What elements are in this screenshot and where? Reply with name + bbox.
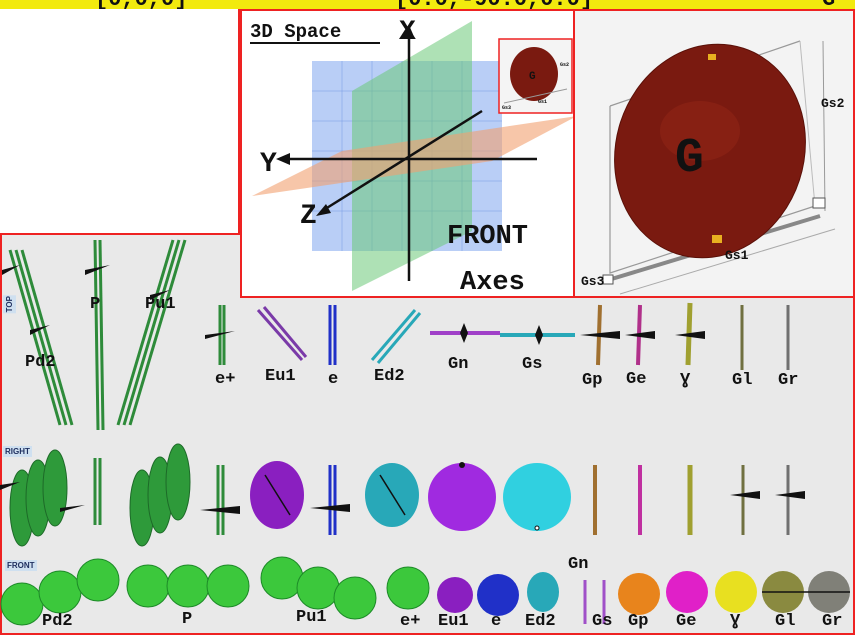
header-rotation-cell: [0.0,-90.0,0.0] xyxy=(395,0,593,9)
top-label-ed2: Ed2 xyxy=(374,367,405,386)
front-label-eu1: Eu1 xyxy=(438,612,469,631)
axes-diagram: 3D Space X Y Z FRONT Axes G Gs2 Gs1 Gs3 xyxy=(250,17,573,298)
thumbnail-gs2-label: Gs2 xyxy=(560,62,569,68)
front-label-e: e xyxy=(491,612,502,631)
top-label-pu1: Pu1 xyxy=(145,295,176,314)
g-render-panel: G Gs2 Gs1 Gs3 xyxy=(573,9,855,298)
front-label-pd2: Pd2 xyxy=(42,612,73,631)
gs3-label: Gs3 xyxy=(581,274,605,289)
front-label-gs: Gs xyxy=(592,612,613,631)
front-label-pu1: Pu1 xyxy=(296,608,327,627)
front-label-gn: Gn xyxy=(568,555,589,574)
thumbnail-gs3-label: Gs3 xyxy=(502,105,511,111)
front-label-ge: Ge xyxy=(676,612,697,631)
view-label: FRONT xyxy=(447,222,528,252)
thumbnail-center-label: G xyxy=(529,71,536,83)
g-render: G Gs2 Gs1 Gs3 xyxy=(581,40,845,295)
right-view-shapes xyxy=(0,443,805,547)
top-label-ge: Ge xyxy=(626,370,647,389)
thumbnail-preview: G Gs2 Gs1 Gs3 xyxy=(498,38,573,114)
top-label-gl: Gl xyxy=(732,371,753,390)
front-label-gp: Gp xyxy=(628,612,649,631)
front-label-p: P xyxy=(182,610,193,629)
top-view-shapes xyxy=(2,239,790,431)
blank-panel xyxy=(0,9,240,235)
top-label-pd2: Pd2 xyxy=(25,353,56,372)
front-view-row: FRONT Pd2 P Pu1 e+ Eu1 e Ed2 Gn Gs Gp Ge… xyxy=(0,552,855,635)
top-label-gr: Gr xyxy=(778,371,799,390)
right-view-row: RIGHT xyxy=(0,440,855,550)
top-label-gn: Gn xyxy=(448,355,469,374)
top-label-gamma: Ɣ xyxy=(680,371,691,390)
top-label-p: P xyxy=(90,295,101,314)
thumbnail-gs1-label: Gs1 xyxy=(538,99,547,105)
y-axis-label: Y xyxy=(260,149,277,180)
header-coord-cell: [0,0,0] xyxy=(95,0,187,9)
g-center-label: G xyxy=(675,132,704,186)
axes-word-label: Axes xyxy=(460,268,525,298)
right-view-tag: RIGHT xyxy=(3,446,32,457)
x-axis-label: X xyxy=(399,17,416,48)
front-view-shapes xyxy=(0,556,850,626)
top-label-e-plus: e+ xyxy=(215,370,236,389)
axes-title: 3D Space xyxy=(250,21,341,43)
top-label-eu1: Eu1 xyxy=(265,367,296,386)
z-axis-label: Z xyxy=(300,201,317,232)
front-view-tag: FRONT xyxy=(5,560,37,571)
header-label-cell: G xyxy=(822,0,835,9)
top-label-gs: Gs xyxy=(522,355,543,374)
front-label-gamma: Ɣ xyxy=(730,612,741,631)
header-strip: [0,0,0] [0.0,-90.0,0.0] G xyxy=(0,0,855,9)
gs1-label: Gs1 xyxy=(725,248,749,263)
top-view-row: TOP Pd2 P Pu1 e+ Eu1 e Ed2 Gn Gs Gp xyxy=(0,235,855,435)
front-label-e-plus: e+ xyxy=(400,612,421,631)
axes-panel: 3D Space X Y Z FRONT Axes G Gs2 Gs1 Gs3 xyxy=(240,9,575,298)
gs2-label: Gs2 xyxy=(821,96,845,111)
top-label-e: e xyxy=(328,370,339,389)
top-label-gp: Gp xyxy=(582,371,603,390)
front-label-ed2: Ed2 xyxy=(525,612,556,631)
front-label-gl: Gl xyxy=(775,612,796,631)
front-label-gr: Gr xyxy=(822,612,843,631)
